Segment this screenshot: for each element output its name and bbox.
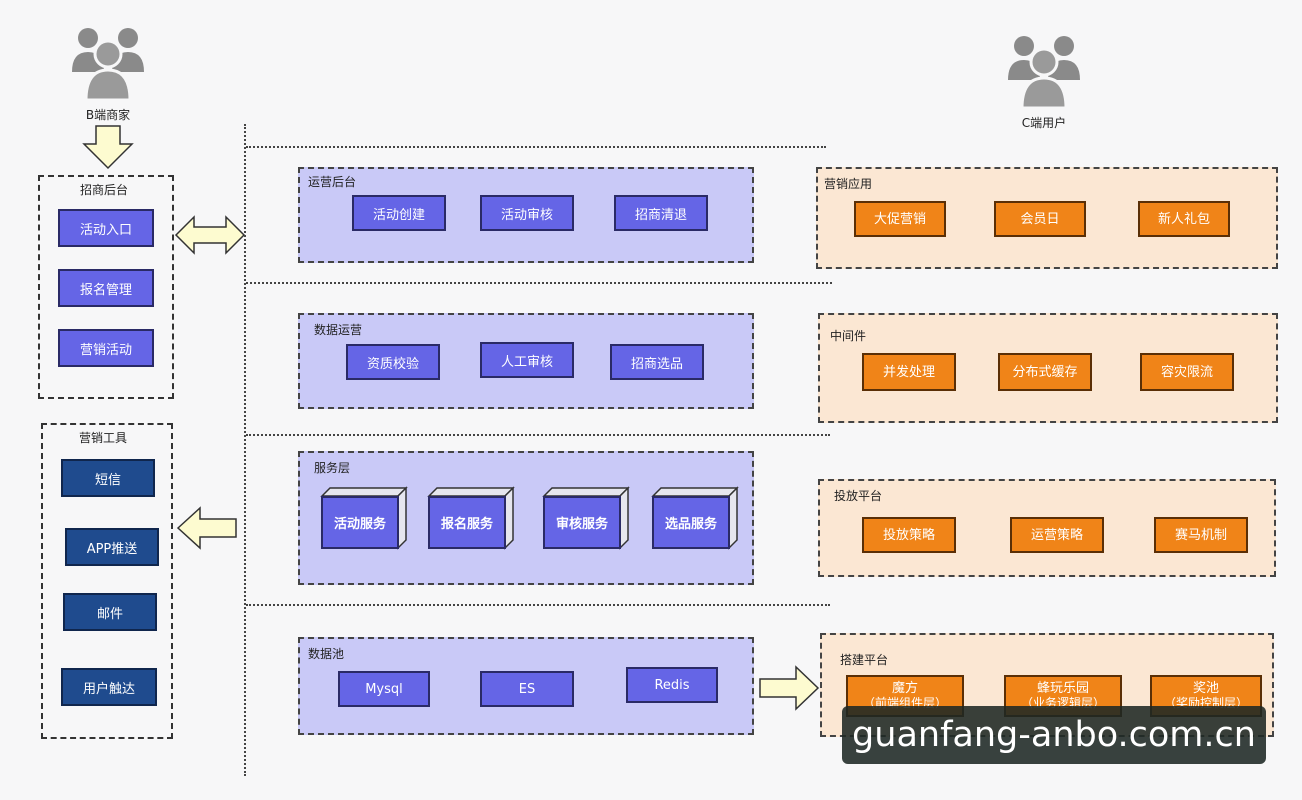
button-name: 蜂玩乐园 bbox=[1036, 681, 1089, 696]
customer-users-icon bbox=[1008, 36, 1080, 110]
button-name: 魔方 bbox=[891, 681, 918, 696]
recruit-withdraw-button[interactable]: 招商清退 bbox=[614, 195, 708, 231]
vertical-separator bbox=[244, 124, 246, 776]
panel-title: 搭建平台 bbox=[840, 653, 889, 667]
registration-management-button[interactable]: 报名管理 bbox=[58, 269, 154, 307]
panel-title: 中间件 bbox=[830, 329, 867, 343]
activity-service-button[interactable]: 活动服务 bbox=[321, 496, 399, 549]
panel-title: 投放平台 bbox=[834, 489, 883, 503]
recruit-selection-button[interactable]: 招商选品 bbox=[610, 344, 704, 380]
panel-title: 营销应用 bbox=[824, 177, 873, 191]
registration-service-button[interactable]: 报名服务 bbox=[428, 496, 506, 549]
redis-button[interactable]: Redis bbox=[626, 667, 718, 703]
merchant-label: B端商家 bbox=[85, 108, 131, 122]
selection-service-button[interactable]: 选品服务 bbox=[652, 496, 730, 549]
double-arrow-icon bbox=[174, 215, 246, 255]
member-day-button[interactable]: 会员日 bbox=[994, 201, 1086, 237]
ops-strategy-button[interactable]: 运营策略 bbox=[1010, 517, 1104, 553]
activity-review-button[interactable]: 活动审核 bbox=[480, 195, 574, 231]
data-ops-panel: 数据运营 资质校验 人工审核 招商选品 bbox=[298, 313, 754, 409]
panel-title: 招商后台 bbox=[80, 183, 129, 197]
app-push-button[interactable]: APP推送 bbox=[65, 528, 159, 566]
customer-label: C端用户 bbox=[1021, 116, 1067, 130]
delivery-strategy-button[interactable]: 投放策略 bbox=[862, 517, 956, 553]
button-name: 奖池 bbox=[1192, 681, 1219, 696]
down-arrow-icon bbox=[82, 125, 134, 170]
sms-button[interactable]: 短信 bbox=[61, 459, 155, 497]
left-arrow-icon bbox=[176, 506, 237, 550]
panel-title: 数据运营 bbox=[314, 323, 363, 337]
es-button[interactable]: ES bbox=[480, 671, 574, 707]
right-arrow-icon bbox=[759, 665, 820, 711]
separator-line-2 bbox=[246, 282, 832, 284]
merchant-users-icon bbox=[72, 28, 144, 102]
distributed-cache-button[interactable]: 分布式缓存 bbox=[998, 353, 1092, 391]
separator-line-1 bbox=[246, 146, 826, 148]
mysql-button[interactable]: Mysql bbox=[338, 671, 430, 707]
manual-review-button[interactable]: 人工审核 bbox=[480, 342, 574, 378]
activity-entry-button[interactable]: 活动入口 bbox=[58, 209, 154, 247]
watermark: guanfang-anbo.com.cn bbox=[842, 706, 1266, 764]
qualification-check-button[interactable]: 资质校验 bbox=[346, 344, 440, 380]
delivery-platform-panel: 投放平台 投放策略 运营策略 赛马机制 bbox=[818, 479, 1276, 577]
review-service-button[interactable]: 审核服务 bbox=[543, 496, 621, 549]
big-promo-button[interactable]: 大促营销 bbox=[854, 201, 946, 237]
newcomer-gift-button[interactable]: 新人礼包 bbox=[1138, 201, 1230, 237]
user-reach-button[interactable]: 用户触达 bbox=[61, 668, 157, 706]
middleware-panel: 中间件 并发处理 分布式缓存 容灾限流 bbox=[818, 313, 1278, 423]
horse-race-button[interactable]: 赛马机制 bbox=[1154, 517, 1248, 553]
ops-backend-panel: 运营后台 活动创建 活动审核 招商清退 bbox=[298, 167, 754, 263]
email-button[interactable]: 邮件 bbox=[63, 593, 157, 631]
separator-line-3 bbox=[246, 434, 830, 436]
marketing-apps-panel: 营销应用 大促营销 会员日 新人礼包 bbox=[816, 167, 1278, 269]
recruit-backend-panel: 招商后台 活动入口 报名管理 营销活动 bbox=[38, 175, 174, 399]
panel-title: 服务层 bbox=[314, 461, 351, 475]
concurrency-button[interactable]: 并发处理 bbox=[862, 353, 956, 391]
data-pool-panel: 数据池 Mysql ES Redis bbox=[298, 637, 754, 735]
separator-line-4 bbox=[246, 604, 830, 606]
disaster-throttle-button[interactable]: 容灾限流 bbox=[1140, 353, 1234, 391]
panel-title: 运营后台 bbox=[308, 175, 357, 189]
marketing-activity-button[interactable]: 营销活动 bbox=[58, 329, 154, 367]
panel-title: 数据池 bbox=[308, 647, 345, 661]
marketing-tools-panel: 营销工具 短信 APP推送 邮件 用户触达 bbox=[41, 423, 173, 739]
panel-title: 营销工具 bbox=[79, 431, 128, 445]
activity-create-button[interactable]: 活动创建 bbox=[352, 195, 446, 231]
